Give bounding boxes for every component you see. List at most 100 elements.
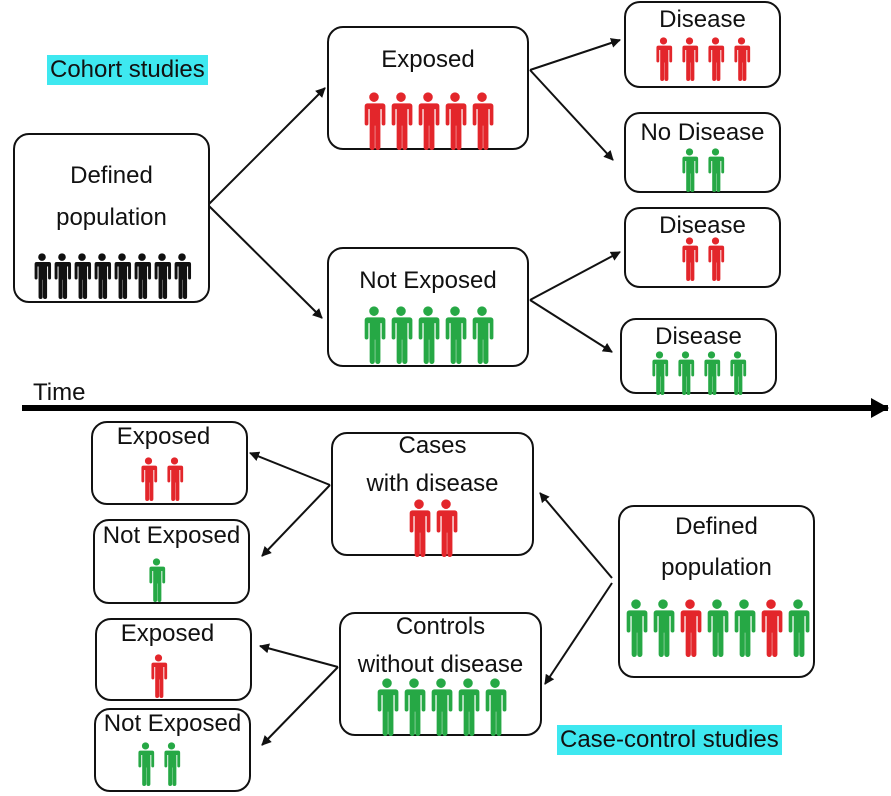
cc-defined-population-box: Defined population (618, 505, 815, 678)
person-icon (730, 351, 747, 395)
cc-controls-box: Controls without disease (339, 612, 542, 736)
cc-population-line2: population (661, 554, 772, 581)
person-icon (74, 253, 91, 299)
cohort-defined-population-box: Defined population (13, 133, 210, 303)
cc-population-figures (620, 599, 813, 657)
cc-cases-box: Cases with disease (331, 432, 534, 557)
person-icon (34, 253, 51, 299)
person-icon (404, 678, 425, 736)
person-icon (164, 742, 181, 786)
cc-cases-not-exposed-label: Not Exposed (102, 522, 241, 549)
cc-controls-line1: Controls (395, 613, 486, 640)
person-icon (54, 253, 71, 299)
person-icon (364, 306, 386, 364)
person-icon (418, 306, 440, 364)
cc-controls-figures (341, 678, 540, 736)
person-icon (472, 92, 494, 150)
person-icon (377, 678, 398, 736)
person-icon (391, 92, 413, 150)
person-icon (138, 742, 155, 786)
cohort-unexposed-disease-label: Disease (659, 212, 746, 239)
cohort-population-line1: Defined (70, 162, 153, 189)
arrow-cases-to-not-exposed (261, 484, 331, 557)
person-icon (653, 599, 674, 657)
cohort-exposed-box: Exposed (327, 26, 529, 150)
person-icon (652, 351, 669, 395)
cc-cases-exposed-label: Exposed (116, 423, 211, 450)
person-icon (485, 678, 506, 736)
person-icon (458, 678, 479, 736)
person-icon (680, 599, 701, 657)
cohort-unexposed-disease-figures (626, 237, 779, 281)
case-control-studies-label: Case-control studies (557, 725, 782, 755)
person-icon (734, 37, 751, 81)
cc-controls-exposed-box: Exposed (95, 618, 252, 701)
person-icon (431, 678, 452, 736)
cohort-not-exposed-figures (329, 306, 527, 364)
cohort-not-exposed-box: Not Exposed (327, 247, 529, 367)
cc-cases-figures (333, 499, 532, 557)
arrow-exposed-to-disease (529, 38, 621, 71)
person-icon (94, 253, 111, 299)
cohort-not-exposed-label: Not Exposed (359, 267, 497, 294)
cohort-unexposed-other-label: Disease (655, 323, 742, 350)
person-icon (708, 237, 725, 281)
person-icon (174, 253, 191, 299)
time-label: Time (33, 379, 86, 406)
person-icon (436, 499, 458, 557)
person-icon (708, 148, 725, 192)
person-icon (445, 92, 467, 150)
cc-controls-not-exposed-box: Not Exposed (94, 708, 251, 792)
arrow-cases-to-exposed (249, 451, 331, 486)
person-icon (472, 306, 494, 364)
cohort-unexposed-other-box: Disease (620, 318, 777, 395)
person-icon (141, 457, 158, 501)
arrow-cc-population-to-controls (544, 582, 613, 685)
cohort-exposed-disease-figures (626, 37, 779, 81)
person-icon (409, 499, 431, 557)
cc-cases-line2: with disease (366, 470, 499, 497)
person-icon (445, 306, 467, 364)
cc-controls-line2: without disease (357, 651, 524, 678)
person-icon (154, 253, 171, 299)
person-icon (682, 148, 699, 192)
cc-controls-exposed-figures (67, 654, 250, 698)
cohort-no-disease-figures (626, 148, 779, 192)
cohort-exposed-label: Exposed (381, 46, 475, 73)
person-icon (704, 351, 721, 395)
person-icon (678, 351, 695, 395)
cohort-population-line2: population (56, 204, 167, 231)
cohort-unexposed-disease-box: Disease (624, 207, 781, 288)
cohort-no-disease-label: No Disease (640, 119, 765, 146)
person-icon (391, 306, 413, 364)
arrow-controls-to-not-exposed (261, 666, 339, 746)
cc-controls-exposed-label: Exposed (120, 620, 215, 647)
arrow-population-to-not-exposed (207, 204, 323, 319)
person-icon (418, 92, 440, 150)
person-icon (707, 599, 728, 657)
person-icon (682, 237, 699, 281)
cohort-exposed-disease-box: Disease (624, 1, 781, 88)
cohort-population-figures (15, 253, 208, 299)
person-icon (626, 599, 647, 657)
person-icon (682, 37, 699, 81)
person-icon (167, 457, 184, 501)
person-icon (364, 92, 386, 150)
arrow-not-exposed-to-disease (529, 251, 621, 301)
person-icon (761, 599, 782, 657)
arrow-exposed-to-no-disease (529, 69, 614, 161)
cc-cases-exposed-figures (77, 457, 246, 501)
cohort-no-disease-box: No Disease (624, 112, 781, 193)
person-icon (788, 599, 809, 657)
arrow-controls-to-exposed (259, 643, 339, 668)
person-icon (656, 37, 673, 81)
arrow-cc-population-to-cases (539, 492, 613, 579)
person-icon (149, 558, 166, 602)
cc-controls-not-exposed-label: Not Exposed (103, 710, 242, 737)
person-icon (114, 253, 131, 299)
person-icon (708, 37, 725, 81)
cc-controls-not-exposed-figures (68, 742, 249, 786)
cc-cases-not-exposed-figures (65, 558, 248, 602)
cohort-studies-label: Cohort studies (47, 55, 208, 85)
